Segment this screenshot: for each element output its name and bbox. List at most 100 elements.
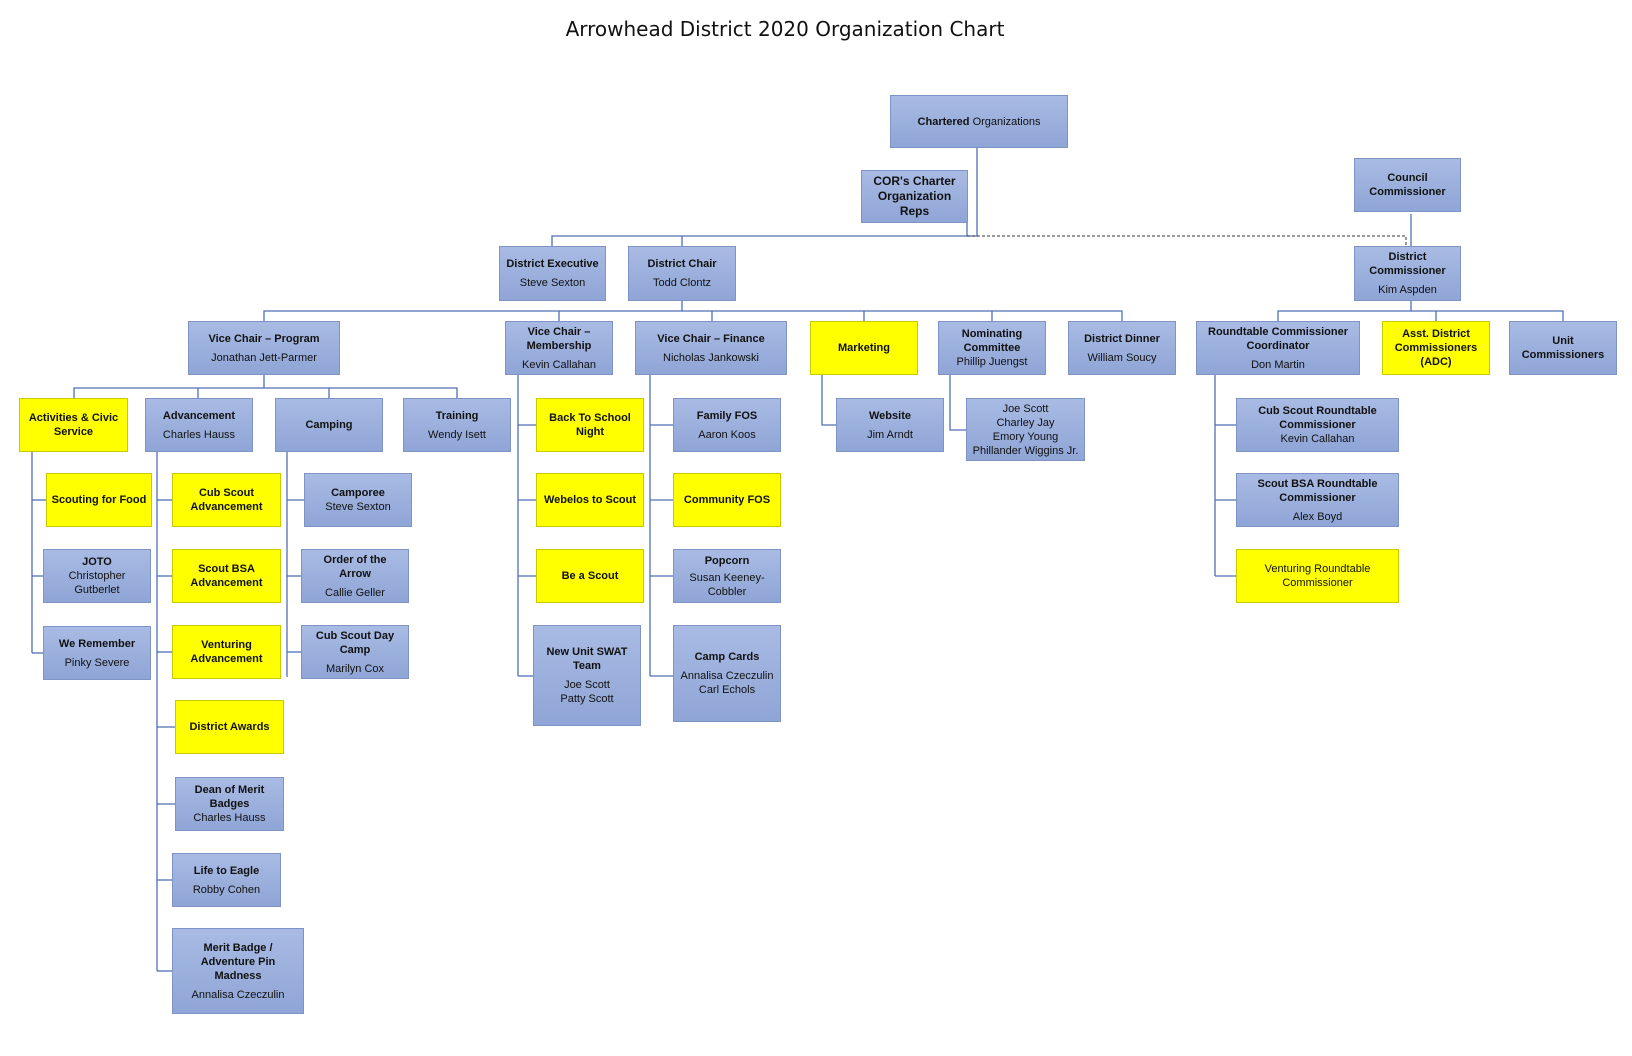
marketing-box: Marketing (810, 321, 918, 375)
scouting-for-food-box: Scouting for Food (46, 473, 152, 527)
family-fos-box: Family FOS Aaron Koos (673, 398, 781, 452)
connector (1411, 310, 1564, 321)
box-title: COR's Charter Organization Reps (873, 174, 956, 218)
box-person: Charles Hauss (193, 812, 266, 824)
box-person: Wendy Isett (428, 428, 486, 441)
joto-box: JOTO Christopher Gutberlet (43, 549, 151, 603)
venturing-advancement-box: Venturing Advancement (172, 625, 281, 679)
district-executive-box: District Executive Steve Sexton (499, 246, 606, 301)
box-title: Life to Eagle (193, 864, 260, 877)
box-person: Steve Sexton (519, 277, 586, 289)
box-title: Website (869, 409, 911, 422)
box-title: Venturing Advancement (190, 639, 263, 665)
box-person: William Soucy (1087, 351, 1157, 364)
website-box: Website Jim Arndt (836, 398, 944, 452)
box-person: Don Martin (1251, 358, 1305, 371)
connector (551, 148, 978, 246)
box-person: Annalisa Czeczulin (191, 988, 285, 1001)
camping-box: Camping (275, 398, 383, 452)
cor-charter-organization-reps-box: COR's Charter Organization Reps (861, 170, 968, 223)
nominating-members-box: Joe Scott Charley Jay Emory Young Philla… (966, 398, 1085, 461)
box-title: Advancement (162, 409, 236, 422)
box-title: Scouting for Food (51, 494, 147, 506)
box-title: Cub Scout Day Camp (315, 629, 395, 656)
connector (682, 310, 1123, 321)
unit-commissioners-box: Unit Commissioners (1509, 321, 1617, 375)
box-title: Be a Scout (561, 570, 619, 582)
box-title: Cub Scout Advancement (190, 487, 263, 513)
box-person: Phillip Juengst (956, 356, 1028, 368)
community-fos-box: Community FOS (673, 473, 781, 527)
box-title: Popcorn (704, 554, 750, 567)
box-person: Kevin Callahan (1280, 433, 1355, 445)
cub-scout-roundtable-box: Cub Scout Roundtable Commissioner Kevin … (1236, 398, 1399, 452)
box-title: District Commissioner (1369, 251, 1446, 277)
council-commissioner-box: Council Commissioner (1354, 158, 1461, 212)
box-person: Jonathan Jett-Parmer (211, 351, 317, 364)
back-to-school-night-box: Back To School Night (536, 398, 644, 452)
connector (264, 387, 458, 398)
box-person: Steve Sexton (325, 501, 391, 513)
box-title: District Awards (189, 721, 270, 733)
activities-civic-service-box: Activities & Civic Service (19, 398, 128, 452)
box-person: Todd Clontz (652, 277, 712, 289)
box-person: Robby Cohen (192, 883, 261, 896)
box-person: Christopher Gutberlet (68, 570, 126, 596)
box-title: Asst. District Commissioners (ADC) (1394, 328, 1478, 368)
new-unit-swat-team-box: New Unit SWAT Team Joe Scott Patty Scott (533, 625, 641, 726)
order-of-the-arrow-box: Order of the Arrow Callie Geller (301, 549, 409, 603)
box-title: Camporee (331, 487, 385, 499)
box-person: Jim Arndt (867, 428, 913, 441)
box-person: Kim Aspden (1378, 284, 1437, 296)
box-title: Scout BSA Advancement (190, 563, 263, 589)
box-title: Marketing (838, 342, 890, 354)
dean-of-merit-badges-box: Dean of Merit Badges Charles Hauss (175, 777, 284, 831)
box-title: Camping (305, 419, 353, 431)
chart-title: Arrowhead District 2020 Organization Cha… (565, 17, 1005, 41)
webelos-to-scout-box: Webelos to Scout (536, 473, 644, 527)
box-title: District Dinner (1084, 332, 1160, 345)
popcorn-box: Popcorn Susan Keeney- Cobbler (673, 549, 781, 603)
training-box: Training Wendy Isett (403, 398, 511, 452)
box-title: JOTO (82, 556, 112, 568)
box-person: Kevin Callahan (522, 358, 596, 371)
box-title: Family FOS (696, 409, 758, 422)
box-title: Council Commissioner (1369, 172, 1446, 198)
merit-badge-madness-box: Merit Badge / Adventure Pin Madness Anna… (172, 928, 304, 1014)
box-title: Chartered Organizations (917, 115, 1041, 128)
box-person: Pinky Severe (64, 656, 130, 669)
box-person: Annalisa Czeczulin Carl Echols (680, 670, 774, 696)
box-person: Charles Hauss (162, 428, 236, 441)
asst-district-commissioners-box: Asst. District Commissioners (ADC) (1382, 321, 1490, 375)
box-title: Vice Chair – Finance (657, 332, 765, 345)
box-person: Callie Geller (325, 586, 385, 599)
box-title: Vice Chair – Membership (526, 325, 592, 352)
box-person: Aaron Koos (698, 428, 756, 441)
box-title: Activities & Civic Service (28, 412, 119, 438)
vice-chair-finance-box: Vice Chair – Finance Nicholas Jankowski (635, 321, 787, 375)
box-person: Alex Boyd (1292, 510, 1343, 523)
district-chair-box: District Chair Todd Clontz (628, 246, 736, 301)
box-person: Venturing Roundtable Commissioner (1264, 563, 1371, 589)
vice-chair-membership-box: Vice Chair – Membership Kevin Callahan (505, 321, 613, 375)
district-dinner-box: District Dinner William Soucy (1068, 321, 1176, 375)
advancement-box: Advancement Charles Hauss (145, 398, 253, 452)
chartered-organizations-box: Chartered Organizations (890, 95, 1068, 148)
box-title: We Remember (58, 637, 136, 650)
scout-bsa-roundtable-box: Scout BSA Roundtable Commissioner Alex B… (1236, 473, 1399, 527)
box-title: New Unit SWAT Team (546, 646, 628, 672)
connector (73, 375, 265, 398)
box-title: Training (435, 409, 479, 422)
box-title: Back To School Night (549, 412, 631, 438)
venturing-roundtable-box: Venturing Roundtable Commissioner (1236, 549, 1399, 603)
box-title: Cub Scout Roundtable Commissioner (1258, 405, 1377, 431)
cub-scout-day-camp-box: Cub Scout Day Camp Marilyn Cox (301, 625, 409, 679)
camp-cards-box: Camp Cards Annalisa Czeczulin Carl Echol… (673, 625, 781, 722)
connector (821, 375, 836, 426)
box-title: Order of the Arrow (323, 553, 387, 580)
box-title: Camp Cards (694, 651, 760, 663)
box-title: Merit Badge / Adventure Pin Madness (200, 941, 276, 982)
box-title: Vice Chair – Program (208, 332, 320, 345)
box-title: Community FOS (683, 494, 771, 506)
